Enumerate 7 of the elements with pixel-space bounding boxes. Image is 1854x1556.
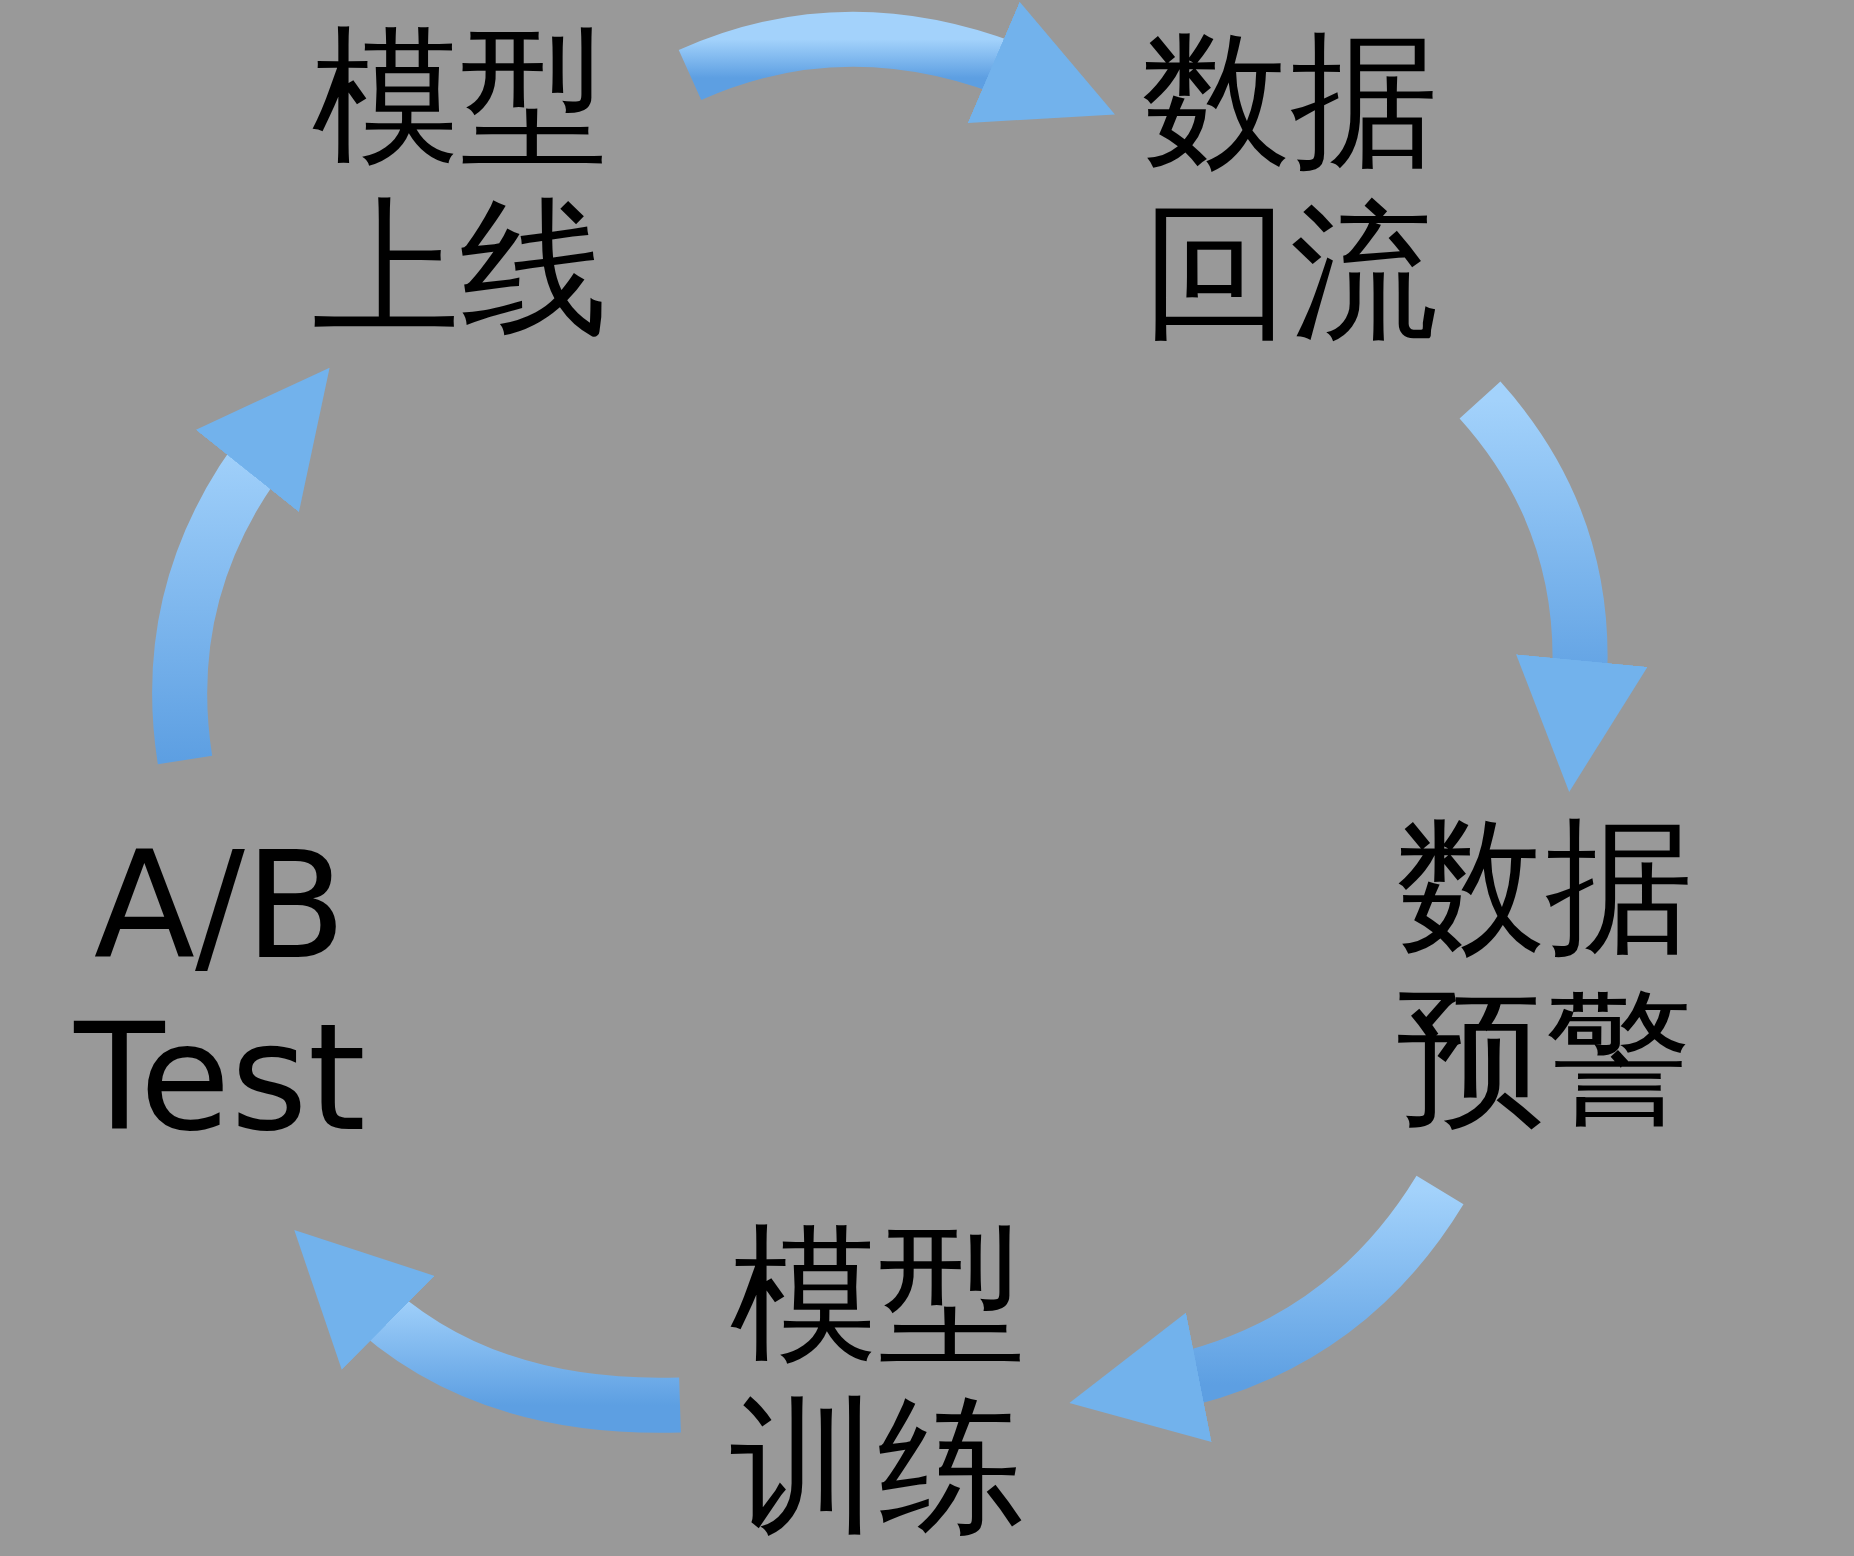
step-label: A/B Test: [40, 820, 400, 1164]
step-label: 模型上线: [300, 10, 620, 354]
curved-arrow: [1069, 1175, 1464, 1441]
step-label: 数据回流: [1130, 14, 1450, 358]
step-label: 模型训练: [718, 1208, 1038, 1552]
step-label: 数据预警: [1385, 800, 1705, 1144]
curved-arrow: [291, 1232, 681, 1433]
